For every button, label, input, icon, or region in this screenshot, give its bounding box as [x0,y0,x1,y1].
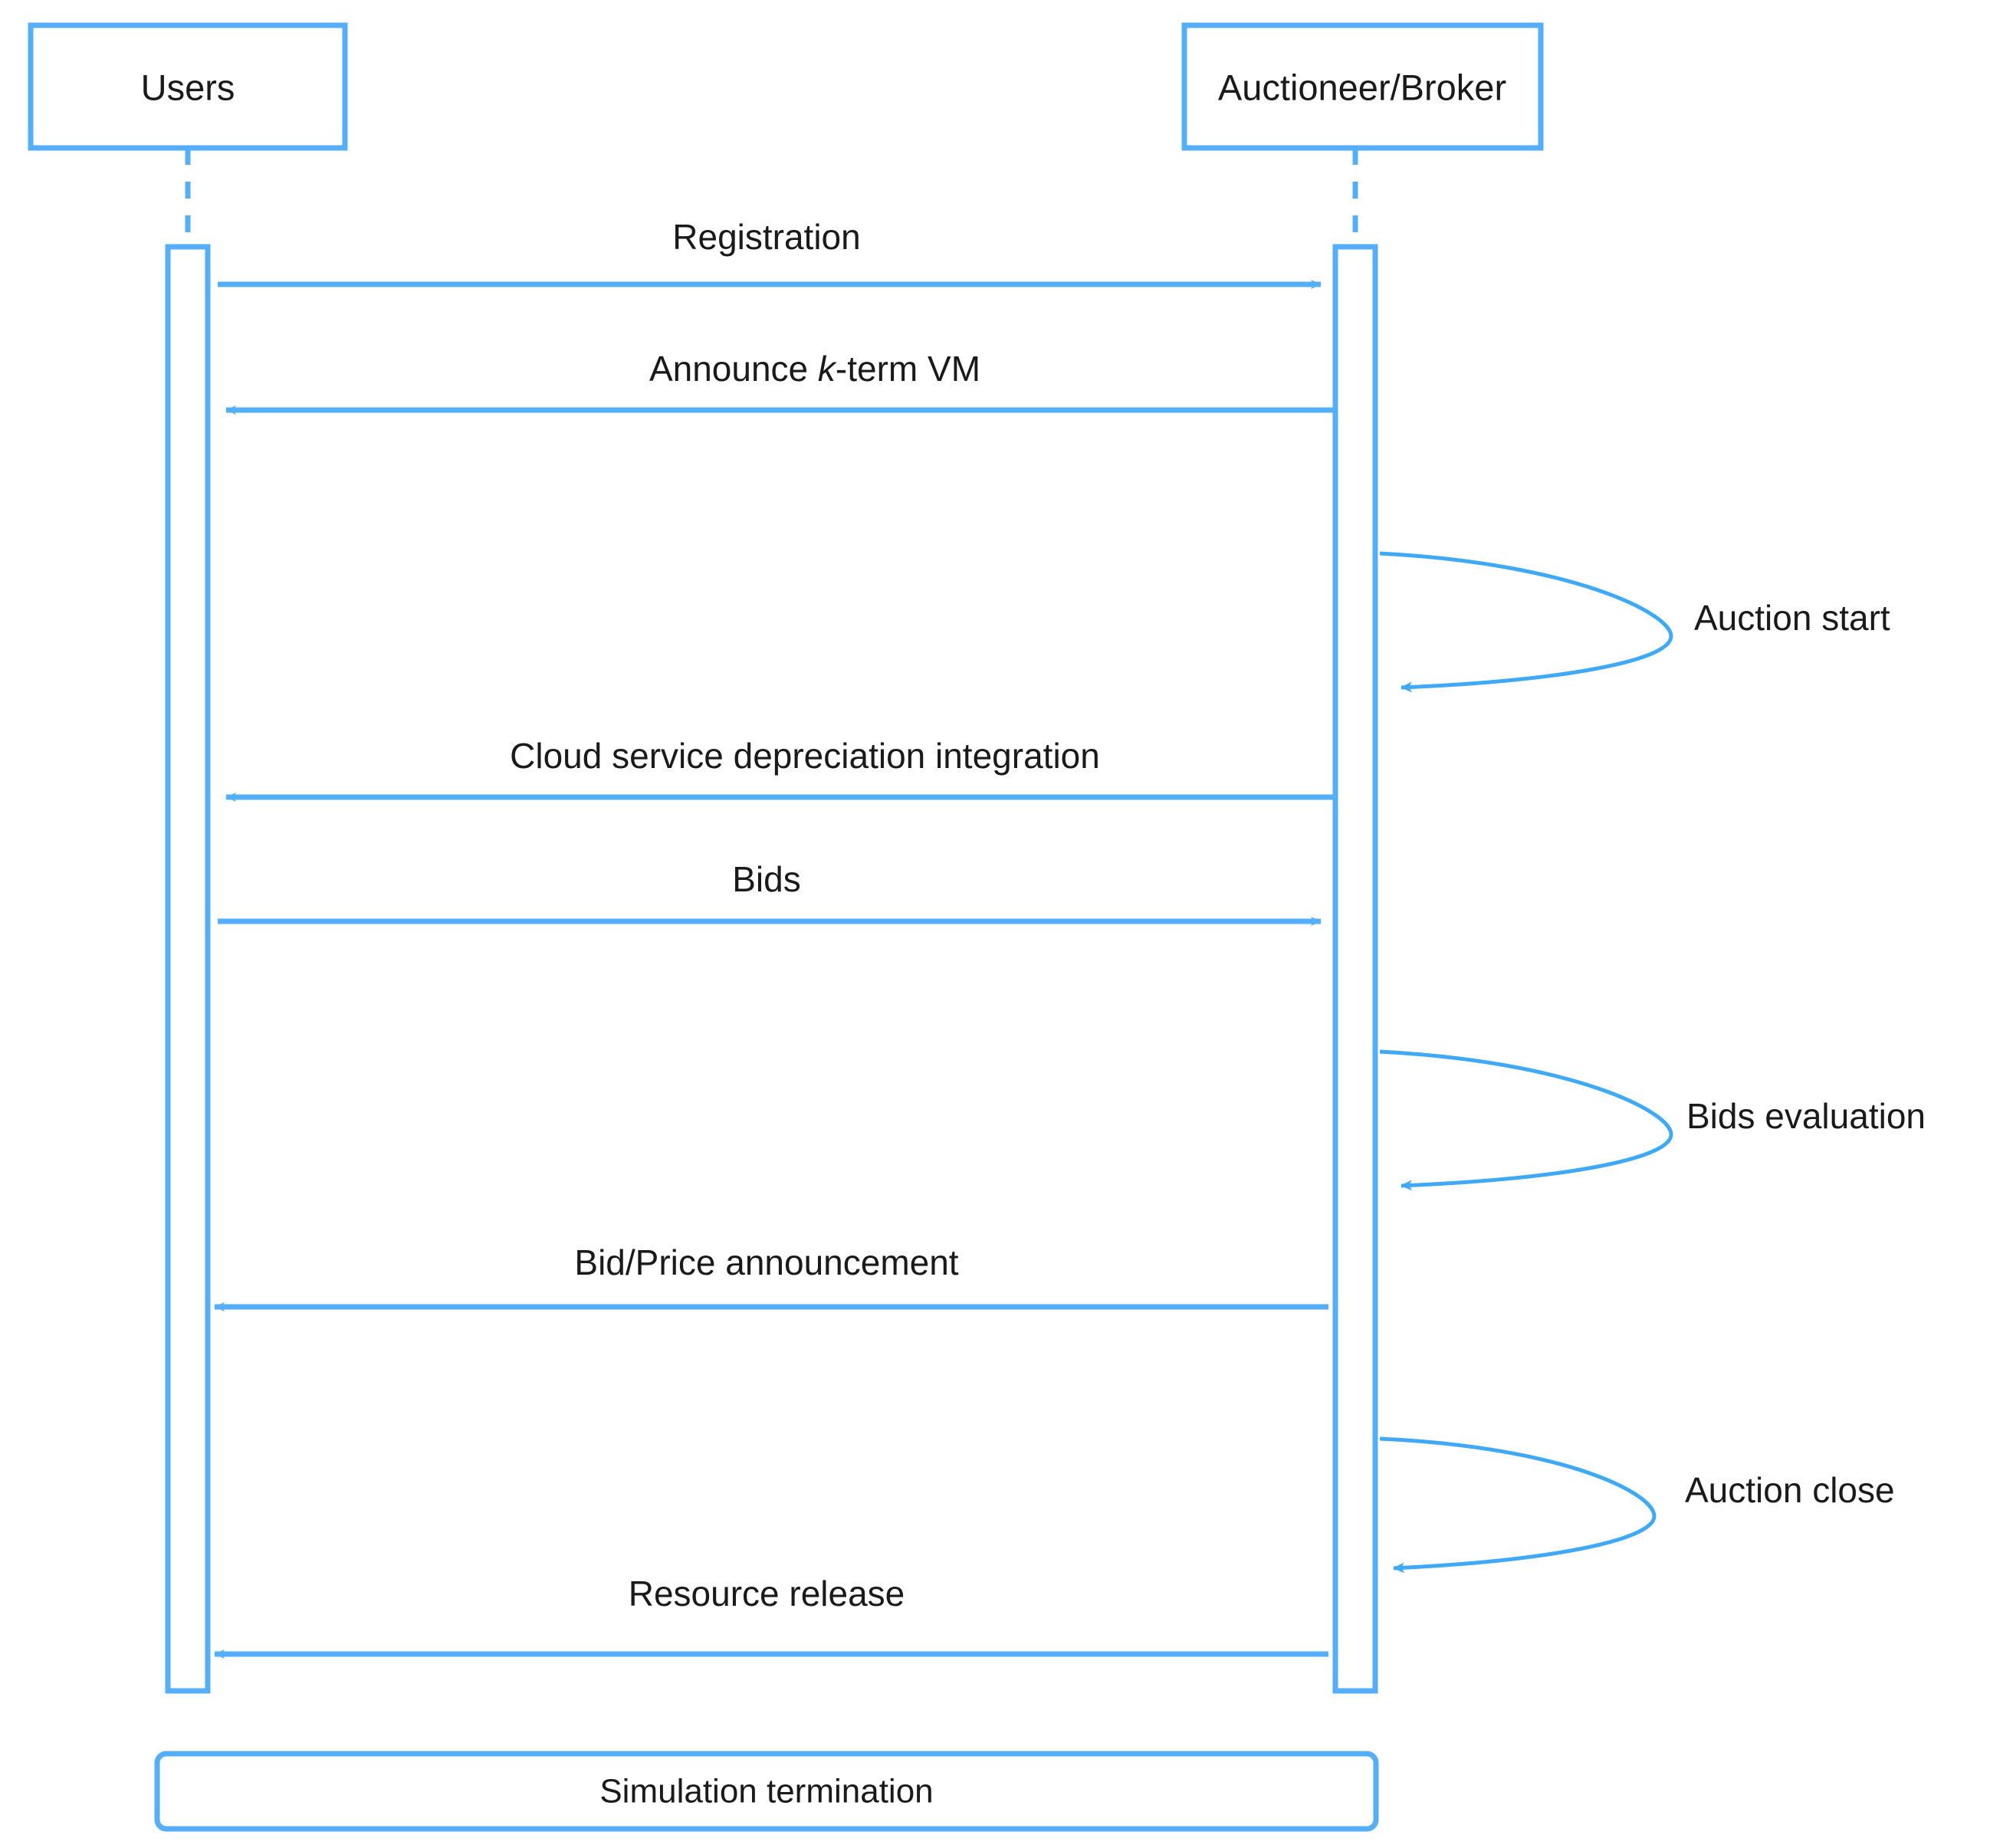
self-message-label-auction-close: Auction close [1685,1470,1895,1510]
message-registration[interactable]: Registration [218,217,1322,289]
message-label-bid-price-announcement: Bid/Price announcement [574,1242,958,1282]
participant-users[interactable]: Users [28,22,348,1694]
activation-bar-users [165,244,211,1694]
self-loop-arrow-bids-evaluation [1379,1049,1673,1191]
message-label-resource-release: Resource release [629,1574,905,1613]
activation-bar-auctioneer [1332,244,1378,1694]
self-loop-arrow-auction-start [1379,551,1673,693]
participant-box-users[interactable] [28,22,348,151]
self-message-label-auction-start: Auction start [1694,598,1890,638]
message-bid-price-announcement[interactable]: Bid/Price announcement [214,1242,1328,1311]
message-resource-release[interactable]: Resource release [214,1574,1328,1659]
label-part-pre: Announce [649,349,818,389]
label-part-italic-k: k [818,349,837,389]
message-cloud-service-depreciation-integration[interactable]: Cloud service depreciation integration [225,736,1335,802]
self-message-label-bids-evaluation: Bids evaluation [1686,1096,1926,1136]
self-message-auction-start[interactable]: Auction start [1379,551,1890,693]
participant-box-auctioneer[interactable] [1181,22,1544,151]
self-loop-arrow-auction-close [1379,1436,1657,1574]
self-message-auction-close[interactable]: Auction close [1379,1436,1895,1574]
message-label-announce-k-term-vm: Announce k-term VM [649,349,980,389]
participant-label-auctioneer: Auctioneer/Broker [1218,67,1506,107]
simulation-termination-note[interactable]: Simulation termination [154,1751,1379,1832]
participant-auctioneer[interactable]: Auctioneer/Broker [1181,22,1544,1694]
message-announce-k-term-vm[interactable]: Announce k-term VM [225,349,1335,415]
message-label-cloud-service-depreciation-integration: Cloud service depreciation integration [510,736,1100,776]
message-label-bids: Bids [732,859,800,899]
label-part-post: -term VM [836,349,980,389]
simulation-termination-box[interactable] [154,1751,1379,1832]
participant-label-users: Users [141,67,235,107]
message-label-registration: Registration [672,217,860,257]
simulation-termination-label: Simulation termination [599,1773,933,1810]
message-bids[interactable]: Bids [218,859,1322,926]
self-message-bids-evaluation[interactable]: Bids evaluation [1379,1049,1926,1191]
